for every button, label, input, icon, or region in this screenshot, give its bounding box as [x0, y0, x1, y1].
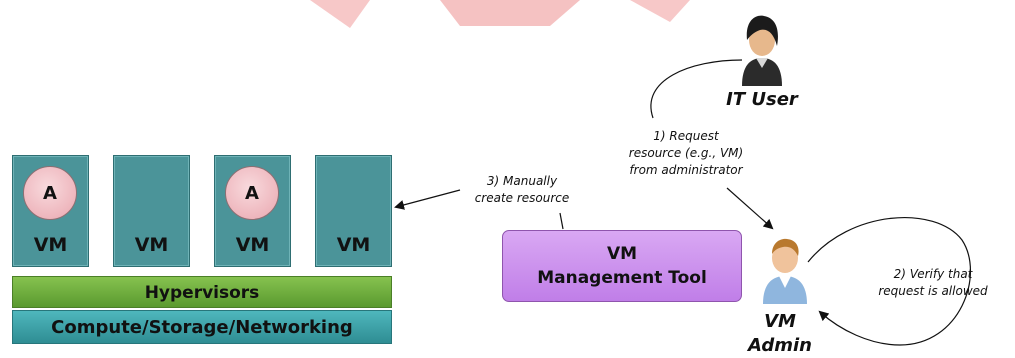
- vm-box-2: VM: [113, 155, 190, 267]
- step3-line2: create resource: [474, 191, 570, 205]
- verify-loop-line: [807, 217, 971, 346]
- step1-line1: 1) Request: [653, 129, 719, 143]
- hypervisors-bar: Hypervisors: [12, 276, 392, 308]
- it-user-loop-line: [650, 59, 743, 119]
- vm-management-tool: VM Management Tool: [502, 230, 742, 302]
- management-tool-line1: VM: [606, 244, 638, 264]
- vm-admin-label: VM Admin: [740, 310, 820, 358]
- vm-label: VM: [336, 234, 371, 256]
- vm-admin-line1: VM: [764, 311, 796, 332]
- step3-note: 3) Manually create resource: [462, 173, 582, 207]
- step2-line1: 2) Verify that: [893, 267, 973, 281]
- step1-line2: resource (e.g., VM): [628, 146, 744, 160]
- vm-label: VM: [33, 234, 68, 256]
- step2-line2: request is allowed: [878, 284, 988, 298]
- step1-note: 1) Request resource (e.g., VM) from admi…: [616, 128, 756, 179]
- infrastructure-bar: Compute/Storage/Networking: [12, 310, 392, 344]
- step3-line1: 3) Manually: [486, 174, 558, 188]
- step1-line3: from administrator: [629, 163, 743, 177]
- vm-label: VM: [134, 234, 169, 256]
- vm-box-3: A VM: [214, 155, 291, 267]
- vm-box-4: VM: [315, 155, 392, 267]
- vm-box-1: A VM: [12, 155, 89, 267]
- vm-admin-icon: [763, 238, 807, 304]
- app-circle: A: [23, 166, 77, 220]
- it-user-label: IT User: [726, 89, 798, 110]
- vm-admin-line2: Admin: [747, 335, 812, 356]
- vm-label: VM: [235, 234, 270, 256]
- management-tool-tick: [559, 212, 564, 230]
- it-user-icon: [742, 15, 782, 86]
- request-arrow: [726, 187, 774, 230]
- create-resource-arrow: [394, 189, 461, 210]
- background-watermark: [310, 0, 690, 28]
- app-circle: A: [225, 166, 279, 220]
- management-tool-line2: Management Tool: [537, 268, 707, 288]
- step2-note: 2) Verify that request is allowed: [858, 266, 1008, 300]
